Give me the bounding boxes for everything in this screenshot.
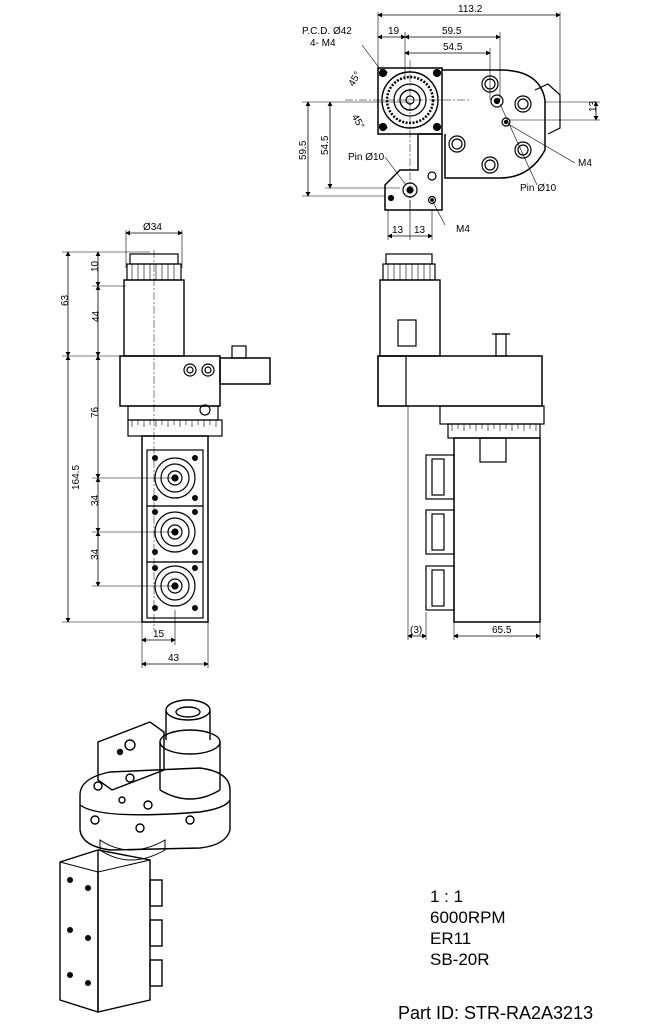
side-view-labels: (3) 65.5 — [410, 625, 512, 636]
dim-dia-34: Ø34 — [143, 222, 162, 233]
dim-76: 76 — [90, 406, 101, 418]
dim-113-2: 113.2 — [458, 4, 483, 15]
angle-45-lower: 45° — [349, 113, 366, 132]
dim-54-5-height: 54.5 — [320, 135, 331, 155]
top-view-labels: 113.2 19 59.5 54.5 P.C.D. Ø42 4- M4 45° … — [298, 4, 599, 236]
m4-bottom-label: M4 — [456, 224, 470, 235]
dim-13-bottom-a: 13 — [392, 225, 404, 236]
dim-59-5-top: 59.5 — [442, 26, 462, 37]
pcd-label: P.C.D. Ø42 — [302, 26, 352, 37]
dim-54-5-top: 54.5 — [443, 42, 463, 53]
collet-label: ER11 — [430, 929, 472, 948]
dim-34-a: 34 — [90, 494, 101, 506]
dim-164-5: 164.5 — [71, 465, 82, 490]
dim-59-5-height: 59.5 — [298, 140, 309, 160]
part-id-label: Part ID: STR-RA2A3213 — [398, 1003, 594, 1023]
dim-65-5: 65.5 — [492, 625, 512, 636]
dim-43: 43 — [168, 653, 180, 664]
m4-holes-label: 4- M4 — [310, 38, 336, 49]
dim-13-bottom-b: 13 — [414, 225, 426, 236]
side-view — [377, 253, 545, 640]
front-view-labels: Ø34 63 10 44 76 164.5 34 34 15 43 — [60, 222, 180, 664]
dim-13-right: 13 — [588, 100, 599, 112]
dim-15: 15 — [153, 629, 165, 640]
isometric-view — [59, 699, 231, 1013]
dim-44: 44 — [91, 310, 102, 322]
dim-63: 63 — [60, 294, 71, 306]
holder-label: SB-20R — [430, 950, 490, 969]
front-view — [62, 230, 271, 668]
dim-34-b: 34 — [90, 548, 101, 560]
dim-3: (3) — [410, 625, 422, 636]
m4-right-label: M4 — [578, 158, 592, 169]
pin-right-label: Pin Ø10 — [520, 183, 557, 194]
top-view — [302, 12, 600, 240]
angle-45-upper: 45° — [347, 70, 364, 89]
dim-10: 10 — [90, 260, 101, 272]
rpm-label: 6000RPM — [430, 908, 506, 927]
dim-19: 19 — [388, 26, 400, 37]
ratio-label: 1 : 1 — [430, 887, 464, 906]
pin-left-label: Pin Ø10 — [348, 152, 385, 163]
